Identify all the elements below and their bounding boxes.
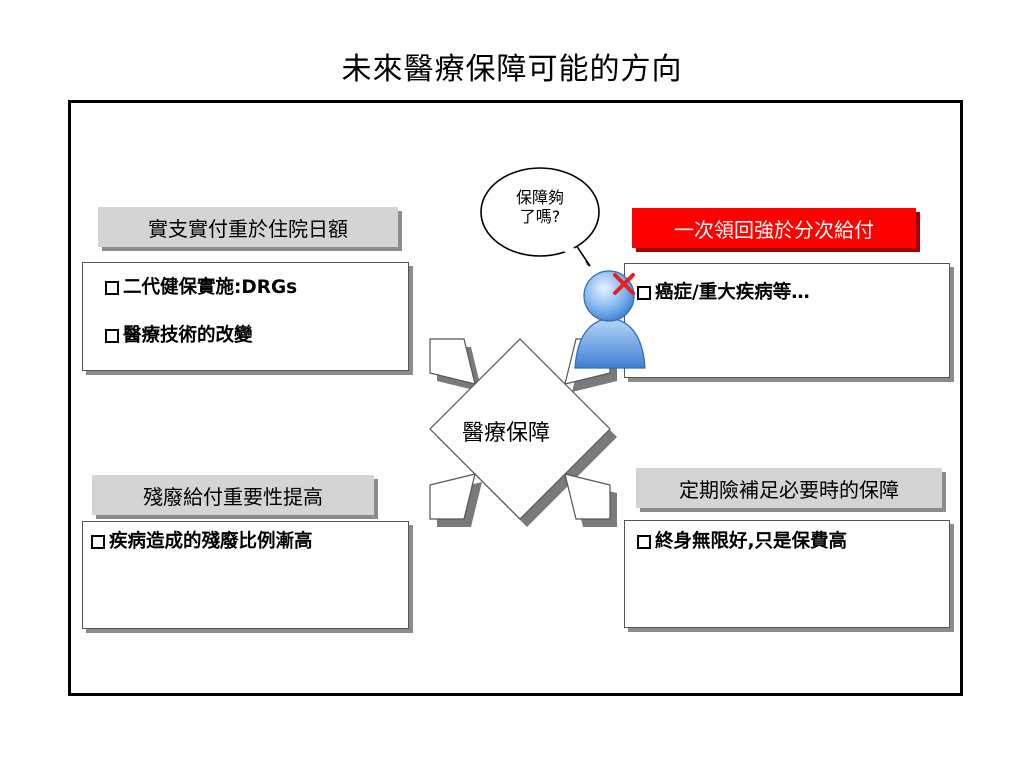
list-item: 癌症/重大疾病等… <box>637 282 939 304</box>
box-bottom-right: 終身無限好,只是保費高 <box>624 520 950 628</box>
page-title: 未來醫療保障可能的方向 <box>341 52 683 87</box>
list-item: 醫療技術的改變 <box>105 325 398 347</box>
checkbox-square-icon <box>105 281 119 295</box>
header-bottom-left-text: 殘廢給付重要性提高 <box>143 484 323 509</box>
checkbox-square-icon <box>637 286 651 300</box>
center-label: 醫療保障 <box>462 421 551 446</box>
diagram-frame <box>68 100 963 696</box>
box-top-left: 二代健保實施:DRGs 醫療技術的改變 <box>82 262 409 371</box>
header-top-left-text: 實支實付重於住院日額 <box>148 216 348 241</box>
header-top-left: 實支實付重於住院日額 <box>98 207 398 247</box>
header-top-right: 一次領回強於分次給付 <box>632 208 916 248</box>
list-item: 疾病造成的殘廢比例漸高 <box>91 531 398 553</box>
box-bottom-left: 疾病造成的殘廢比例漸高 <box>82 521 409 629</box>
list-item: 終身無限好,只是保費高 <box>637 531 939 553</box>
header-bottom-left: 殘廢給付重要性提高 <box>92 475 374 515</box>
checkbox-square-icon <box>105 329 119 343</box>
checkbox-square-icon <box>637 535 651 549</box>
list-item: 二代健保實施:DRGs <box>105 277 398 299</box>
speech-bubble-text: 保障夠 了嗎? <box>515 188 564 226</box>
header-bottom-right-text: 定期險補足必要時的保障 <box>679 477 899 502</box>
header-top-right-text: 一次領回強於分次給付 <box>674 217 874 242</box>
checkbox-square-icon <box>91 535 105 549</box>
header-bottom-right: 定期險補足必要時的保障 <box>636 468 942 508</box>
box-top-right: 癌症/重大疾病等… <box>624 263 950 378</box>
